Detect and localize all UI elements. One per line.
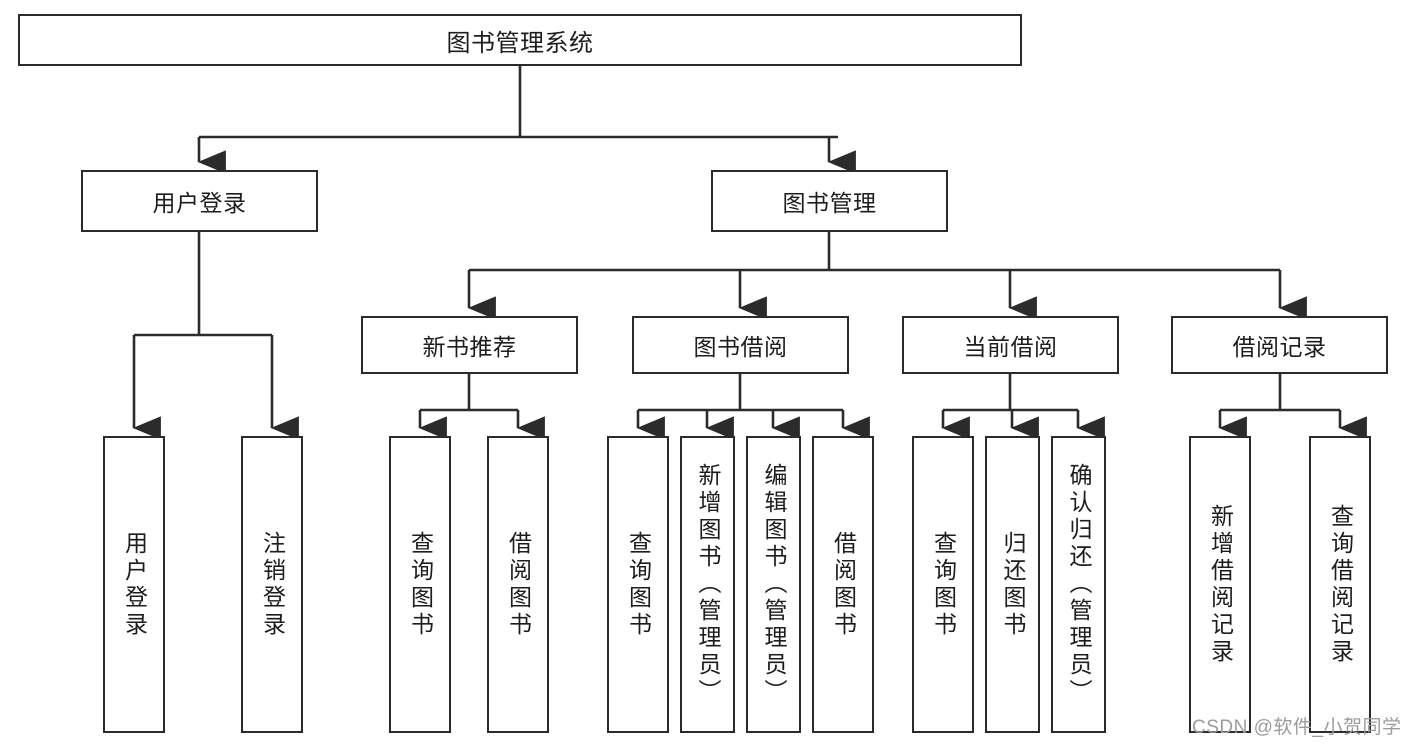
node-label: 借阅图书 xyxy=(830,530,857,639)
node-label: 归还图书 xyxy=(1000,530,1026,639)
node-label: 查询图书 xyxy=(930,530,957,639)
node-borrow-record[interactable]: 借阅记录 xyxy=(1171,316,1388,374)
node-book-management[interactable]: 图书管理 xyxy=(711,170,948,232)
leaf-borrow-book[interactable]: 借阅图书 xyxy=(812,436,874,733)
node-label: 查询图书 xyxy=(625,530,652,639)
node-label: 编辑图书（管理员） xyxy=(761,463,787,706)
node-label: 图书管理系统 xyxy=(446,29,594,57)
node-current-borrow[interactable]: 当前借阅 xyxy=(902,316,1119,374)
leaf-user-login[interactable]: 用户登录 xyxy=(103,436,165,733)
leaf-confirm-return-admin[interactable]: 确认归还（管理员） xyxy=(1051,436,1106,733)
node-book-borrow[interactable]: 图书借阅 xyxy=(632,316,849,374)
node-label: 图书管理 xyxy=(782,190,877,216)
node-label: 查询借阅记录 xyxy=(1327,503,1354,666)
node-label: 注销登录 xyxy=(259,530,286,639)
node-label: 新书推荐 xyxy=(422,334,517,360)
leaf-query-book-borrow[interactable]: 查询图书 xyxy=(607,436,669,733)
node-label: 借阅记录 xyxy=(1232,334,1327,360)
node-label: 新增图书（管理员） xyxy=(695,463,721,706)
leaf-logout[interactable]: 注销登录 xyxy=(241,436,303,733)
leaf-add-borrow-record[interactable]: 新增借阅记录 xyxy=(1189,436,1251,733)
node-label: 查询图书 xyxy=(407,530,434,639)
node-label: 当前借阅 xyxy=(963,334,1058,360)
node-label: 用户登录 xyxy=(152,190,247,216)
node-label: 借阅图书 xyxy=(505,530,532,639)
node-new-book-recommend[interactable]: 新书推荐 xyxy=(361,316,578,374)
leaf-query-book-current[interactable]: 查询图书 xyxy=(912,436,974,733)
leaf-return-book[interactable]: 归还图书 xyxy=(985,436,1040,733)
node-label: 确认归还（管理员） xyxy=(1066,463,1092,706)
node-label: 用户登录 xyxy=(121,530,148,639)
leaf-edit-book-admin[interactable]: 编辑图书（管理员） xyxy=(746,436,801,733)
leaf-borrow-book-recommend[interactable]: 借阅图书 xyxy=(487,436,549,733)
leaf-add-book-admin[interactable]: 新增图书（管理员） xyxy=(680,436,735,733)
node-root[interactable]: 图书管理系统 xyxy=(18,14,1022,66)
node-label: 新增借阅记录 xyxy=(1207,503,1234,666)
leaf-query-borrow-record[interactable]: 查询借阅记录 xyxy=(1309,436,1371,733)
leaf-query-book-recommend[interactable]: 查询图书 xyxy=(389,436,451,733)
node-label: 图书借阅 xyxy=(693,334,788,360)
node-user-login[interactable]: 用户登录 xyxy=(81,170,318,232)
